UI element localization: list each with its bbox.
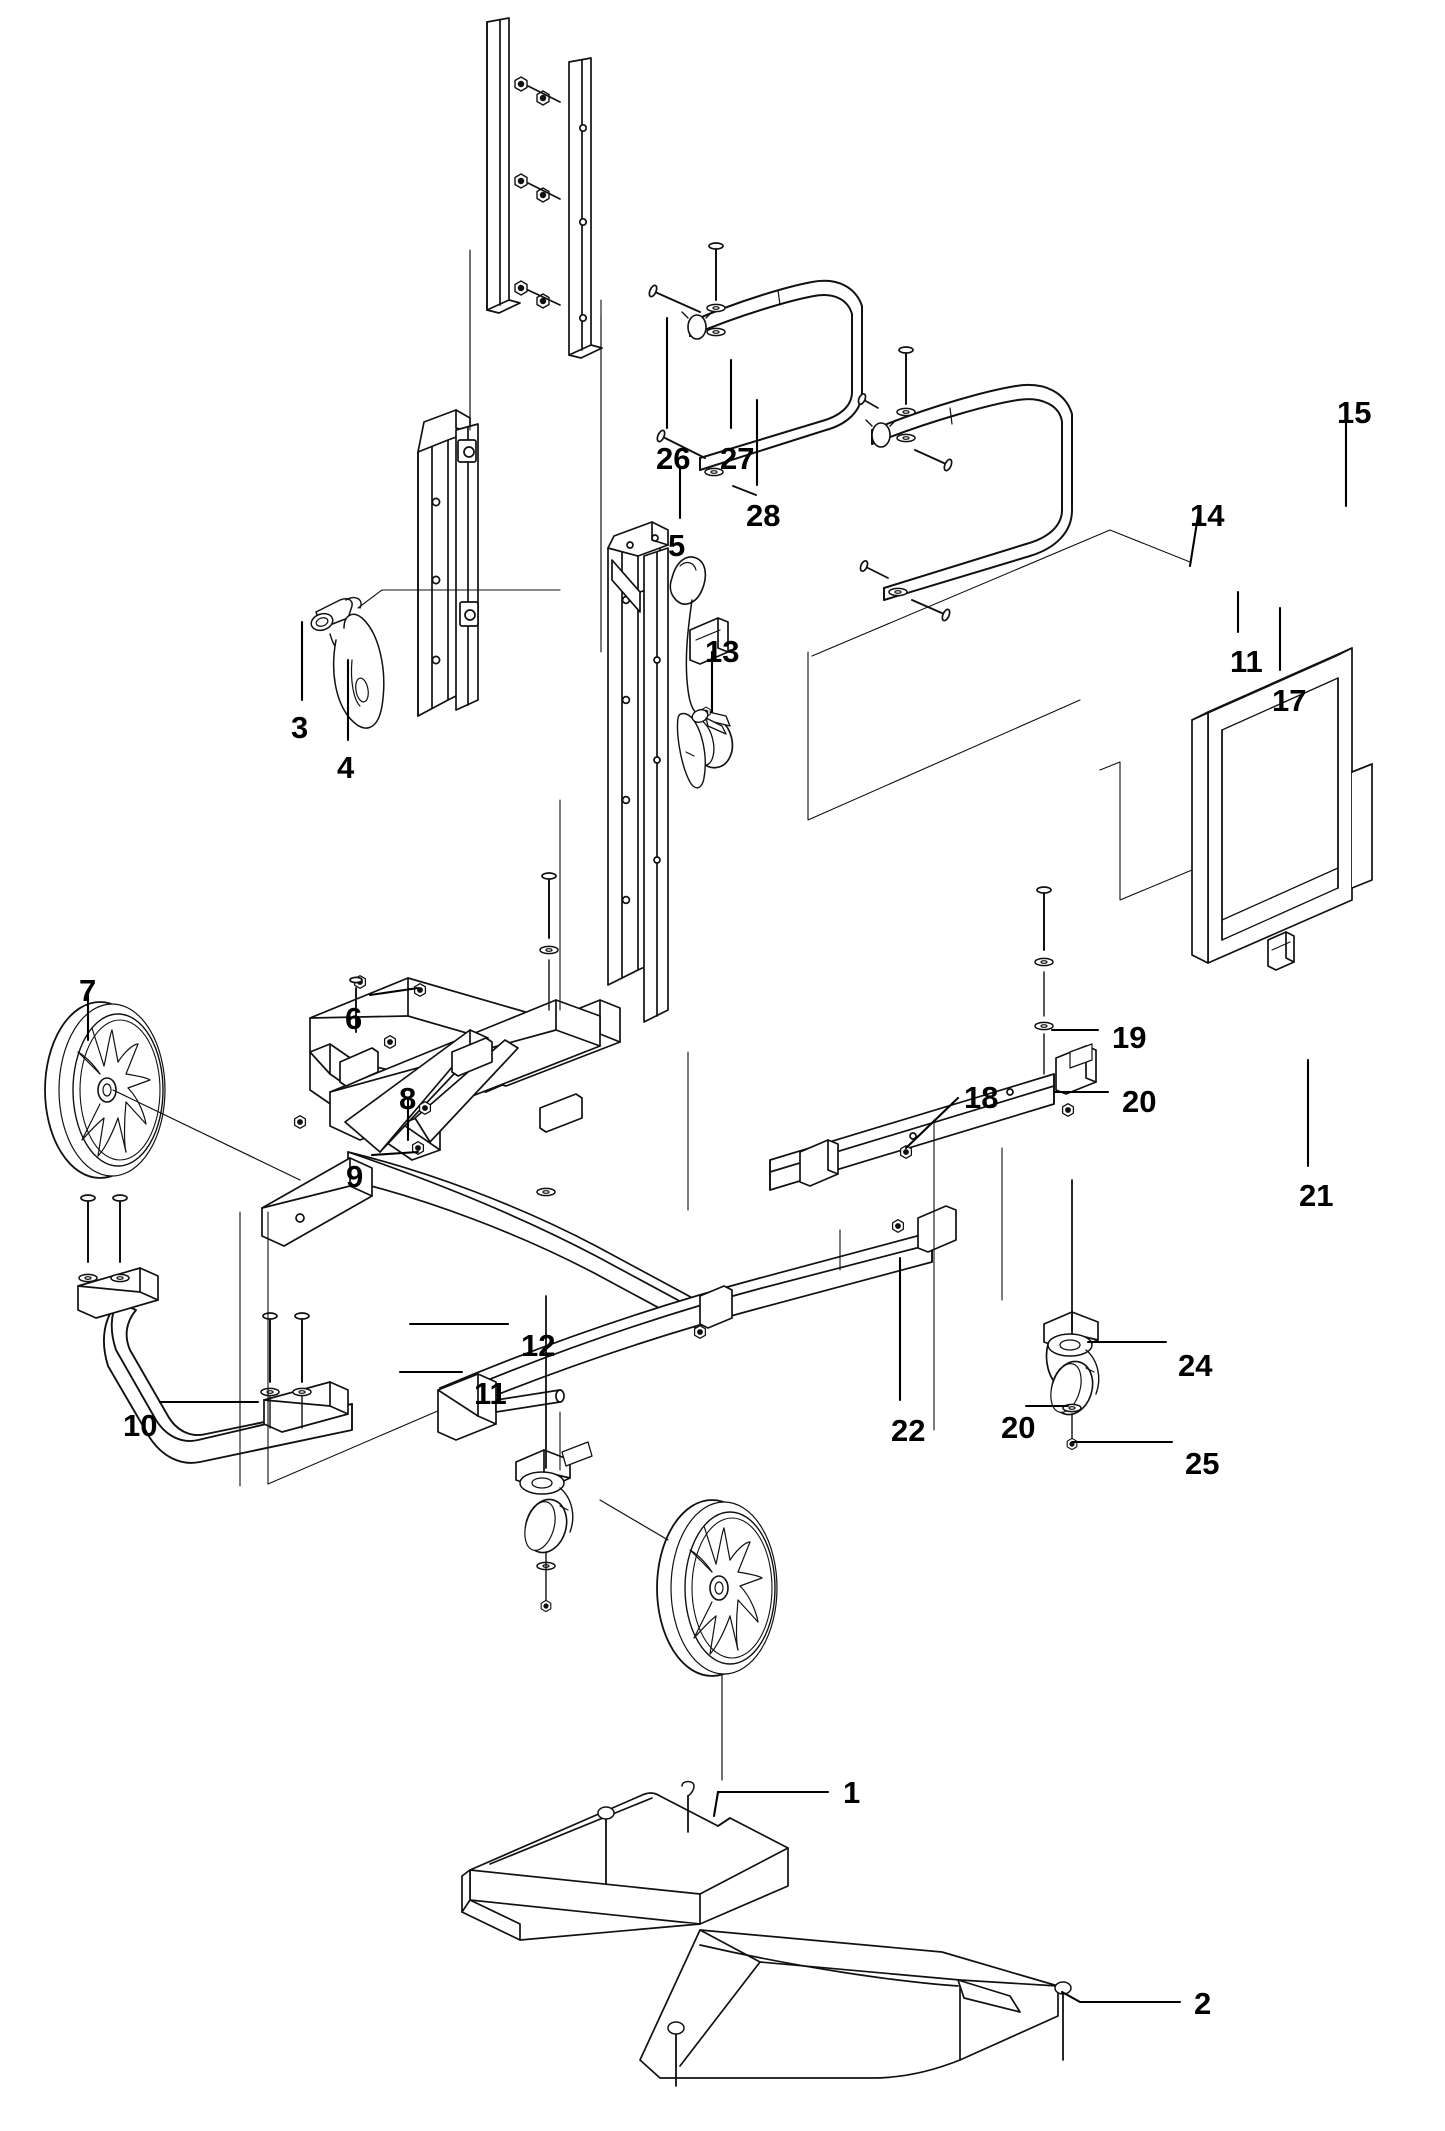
leader-line-nut-frame-mid (904, 1096, 960, 1150)
tray-fasteners (597, 1780, 1072, 2087)
callout-retaining-pin: 3 (291, 710, 309, 745)
leader-line-tray-lower-shelf (1060, 1990, 1182, 2004)
callout-lanyard-cable: 4 (337, 750, 355, 785)
callout-nut-frame-mid: 18 (964, 1080, 999, 1115)
vertical-rail-left (486, 17, 521, 314)
wheel-large-left (44, 1001, 301, 1181)
callout-washer-lower-left: 11 (474, 1376, 507, 1411)
panel-frame-right (1191, 647, 1373, 971)
wheel-large-right (599, 1499, 778, 1781)
mast-left-inner-rail (455, 423, 479, 711)
callout-nut-caster-front: 25 (1185, 1446, 1220, 1481)
vertical-rail-right (568, 57, 603, 359)
bumper-fasteners (78, 1273, 312, 1429)
bumper-mount-plates (77, 1267, 349, 1433)
handlebar-clamp-upper (681, 311, 713, 340)
callout-frame-weldment: 8 (399, 1081, 417, 1116)
mast-bracket-upper (689, 617, 729, 665)
callout-knob-handle: 5 (668, 528, 686, 563)
lanyard-cable (332, 613, 385, 729)
callout-rail-vertical-left: 26 (656, 441, 691, 476)
callout-tray-lower-shelf: 2 (1194, 1986, 1212, 2021)
frame-fasteners (293, 872, 559, 1156)
frame-weldment (261, 977, 701, 1331)
handlebar-lower (871, 383, 1073, 601)
callout-rail-vertical-right: 28 (746, 498, 781, 533)
leader-line-bolt-frame-upper (368, 986, 420, 997)
clamp-cable (685, 599, 699, 715)
callout-panel-frame-right: 21 (1299, 1178, 1334, 1213)
callout-frame-rail-rear: 22 (891, 1413, 926, 1448)
leader-line-washer-handlebar-upper (1188, 514, 1200, 568)
callout-hose-clamp-ring: 13 (705, 634, 740, 669)
callout-screw-tray-upper: 1 (843, 1775, 861, 1810)
caster-swivel-right (1043, 1311, 1100, 1416)
callout-screw-lower-left: 12 (521, 1328, 556, 1363)
callout-screw-panel-mount: 19 (1112, 1020, 1147, 1055)
leader-line-nut-frame-lower (370, 1150, 420, 1157)
handlebar-fasteners-upper (648, 242, 757, 496)
callout-nut-frame-lower: 9 (346, 1159, 364, 1194)
mast-right-inner-rail (643, 547, 669, 1023)
construction-lines (239, 251, 1081, 1487)
callout-bolt-rail: 27 (720, 441, 755, 476)
tray-upper (461, 1792, 789, 1941)
callout-bumper-tube-lower-left: 10 (123, 1408, 158, 1443)
wheel-left-fasteners (80, 1194, 128, 1263)
callout-washer-handlebar-upper: 14 (1190, 498, 1225, 533)
mast-right-column (607, 521, 669, 986)
callout-washer-panel-mount: 20 (1122, 1084, 1157, 1119)
panel-fasteners (1034, 886, 1054, 1075)
caster-fasteners (536, 1179, 1082, 1613)
mast-pin-assembly (676, 709, 727, 789)
callout-washer-handlebar-lower: 11 (1230, 644, 1263, 679)
frame-rail-rear (769, 1073, 1055, 1191)
callout-caster-swivel-right: 24 (1178, 1348, 1213, 1383)
tray-lower (639, 1929, 1059, 2079)
callout-washer-caster-front: 20 (1001, 1410, 1036, 1445)
callout-wheel-large-spoked-left: 7 (79, 973, 97, 1008)
handlebar-fasteners-lower (857, 346, 953, 622)
caster-swivel-front (515, 1441, 593, 1554)
handlebar-clamp-lower (865, 419, 897, 448)
leader-line-screw-tray-upper (712, 1790, 830, 1818)
rail-brackets (699, 1043, 1097, 1329)
callout-handlebar-upper: 15 (1337, 395, 1372, 430)
callout-bolt-frame-upper: 6 (345, 1001, 363, 1036)
rail-bolt-group (514, 76, 588, 323)
callout-screw-handlebar-lower: 17 (1272, 683, 1307, 718)
knob-handle (669, 556, 707, 605)
